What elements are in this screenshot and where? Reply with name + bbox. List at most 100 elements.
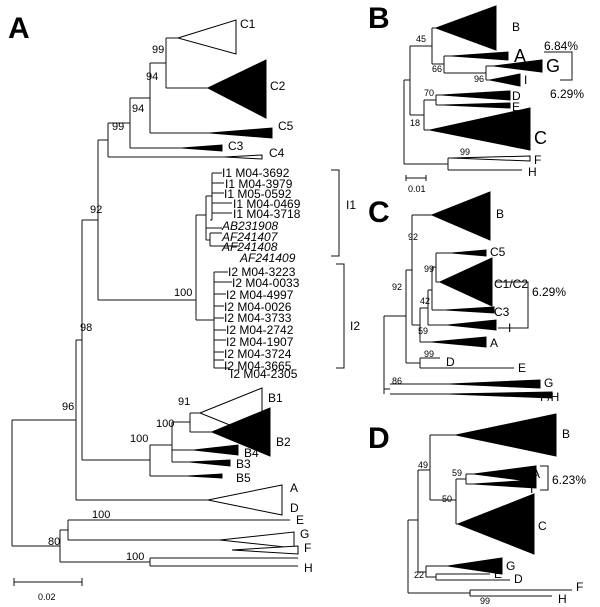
bracket-c (496, 281, 529, 329)
bootstrap-value: 100 (156, 418, 174, 430)
clade-label-g: G (300, 527, 309, 541)
scale-label-a: 0.02 (38, 592, 56, 602)
branch-root-b (403, 79, 448, 165)
clade-label-d: D (290, 501, 299, 515)
clade-label-i: I (530, 482, 533, 496)
bootstrap-value: 100 (92, 509, 110, 521)
clade-label-g: G (506, 559, 515, 573)
clade-label-e: E (518, 361, 526, 375)
clade-label-b5: B5 (236, 471, 251, 485)
branch-i (427, 289, 448, 326)
bootstrap-value: 96 (474, 74, 484, 84)
bootstrap-value: 66 (432, 64, 442, 74)
bracket-i1 (331, 169, 340, 257)
bootstrap-value: 100 (126, 551, 144, 563)
clade-label-c4: C4 (269, 146, 285, 160)
branch-ingroup-d (417, 469, 430, 573)
clade-label-d: D (512, 89, 521, 103)
distance-label: 6.23% (552, 473, 586, 487)
bootstrap-value: 50 (442, 494, 452, 504)
clade-label-g: G (546, 56, 560, 76)
bootstrap-value: 96 (62, 401, 74, 413)
branch-root-c (383, 315, 406, 394)
branch-c12-c5 (149, 62, 210, 134)
branch-a-gi (443, 55, 486, 74)
clade-label-a: A (532, 467, 540, 481)
clade-triangle-a (473, 465, 537, 483)
scale-label-b: 0.01 (408, 184, 426, 194)
branch-b (429, 434, 456, 501)
clade-label-c: C (534, 128, 547, 148)
clade-label-a: A (290, 481, 298, 495)
clade-label-b2: B2 (276, 435, 291, 449)
clade-triangle-d (441, 90, 511, 101)
clade-triangle-c5 (451, 249, 487, 257)
clade-label-h: H (528, 165, 537, 179)
bootstrap-value: 70 (424, 88, 434, 98)
taxon-label: I2 M04-0033 (232, 276, 300, 290)
taxon-label: I2 M04-3223 (228, 265, 296, 279)
bootstrap-value: 22 (414, 570, 424, 580)
clade-label-c5: C5 (490, 245, 506, 259)
clade-label-e: E (512, 100, 520, 114)
taxon-label: I2 M04-3733 (224, 311, 292, 325)
clade-label-b: B (496, 207, 504, 221)
clade-label-i1: I1 (346, 198, 356, 212)
clade-label-f: F (534, 153, 541, 167)
distance-label-2: 6.29% (550, 87, 584, 101)
clade-triangle-e (443, 102, 511, 109)
taxon-label: I2 M04-3724 (224, 347, 292, 361)
clade-label-c2: C2 (270, 79, 286, 93)
clade-label-d: D (446, 355, 455, 369)
clade-triangle-g (449, 379, 541, 389)
clade-triangle-c1 (176, 19, 237, 55)
bootstrap-value: 45 (416, 34, 426, 44)
clade-triangle-b2 (210, 407, 271, 457)
bracket-g (544, 51, 573, 81)
branch-i1-i2 (195, 214, 214, 321)
clade-label-i2: I2 (350, 319, 360, 333)
taxon-label: I1 M05-0592 (224, 187, 292, 201)
clade-triangle-b4 (193, 444, 239, 456)
clade-label-c: C (538, 519, 547, 533)
branch-c4 (107, 122, 225, 158)
clade-triangle-c4 (224, 154, 263, 160)
clade-triangle-b (455, 413, 557, 457)
branch-b4-b3 (171, 421, 194, 463)
taxon-label: AF241409 (239, 251, 296, 265)
clade-label-a: A (514, 46, 526, 66)
clade-label-f: F (576, 580, 583, 594)
panel-c: C B C5 C1/C2 C3 I A D E G F/H 6.29% 92 9… (368, 191, 566, 404)
clade-triangle-c5 (209, 127, 273, 139)
bootstrap-value: 99 (112, 121, 124, 133)
bootstrap-value: 99 (424, 349, 434, 359)
clade-label-b1: B1 (268, 391, 283, 405)
clade-label-c1: C1 (240, 17, 256, 31)
clade-label-g: G (544, 376, 553, 390)
clade-triangle-f (451, 155, 531, 162)
clade-triangle-c (429, 107, 531, 151)
clade-triangle-a (451, 51, 509, 61)
panel-b-letter: B (368, 2, 390, 35)
bracket-d (540, 465, 549, 491)
bootstrap-value: 94 (146, 71, 158, 83)
branch-c3 (431, 266, 446, 311)
taxon-label: AF241408 (221, 240, 278, 254)
bootstrap-value: 99 (152, 44, 164, 56)
panel-d: D B A I C G E D F H 6.23% 49 59 50 22 99 (368, 413, 586, 606)
bootstrap-value: 100 (130, 433, 148, 445)
clade-triangle-i (473, 479, 537, 489)
clade-label-c3: C3 (228, 139, 244, 153)
bootstrap-value: 92 (392, 282, 402, 292)
panel-b: B B A G I D E C F H 6.84% 6.29% 45 66 96… (368, 2, 584, 194)
panel-d-letter: D (368, 422, 390, 455)
bootstrap-value: 99 (424, 264, 434, 274)
clade-label-e: E (296, 513, 304, 527)
taxon-label: I2 M04-4997 (226, 288, 294, 302)
distance-label: 6.29% (532, 285, 566, 299)
branch-root (11, 419, 64, 547)
scale-bar-a (13, 578, 83, 586)
taxon-label: AB231908 (221, 219, 278, 233)
taxon-label: I2 M04-2742 (226, 323, 294, 337)
clade-triangle-c3 (181, 144, 223, 152)
